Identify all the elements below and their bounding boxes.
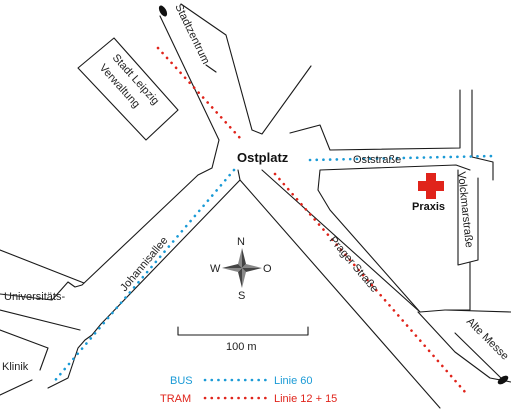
ostplatz-label: Ostplatz <box>237 150 289 165</box>
bus-line <box>50 154 496 386</box>
road-prager-left <box>239 179 441 409</box>
compass-west-label: W <box>210 263 221 275</box>
road-volckmar-left <box>457 169 471 266</box>
tram-line-north <box>156 46 242 140</box>
block-upper-right <box>289 89 461 151</box>
road-stadtzentrum-left-edge <box>159 15 220 141</box>
klinik-label: Klinik <box>2 361 29 373</box>
road-prager-right <box>261 169 421 313</box>
bus-line-johannisallee <box>50 168 236 386</box>
building-stadt-leipzig <box>77 37 179 141</box>
road-klinik-bottom <box>0 379 33 396</box>
alte-messe-label: Alte Messe <box>464 316 511 363</box>
block-praxis-bottom <box>317 189 446 313</box>
stadtzentrum-tick <box>205 64 217 73</box>
legend-bus-route: Linie 60 <box>274 375 313 387</box>
car-arrow-icon <box>158 5 168 17</box>
prager-strasse-label: Prager Straße <box>327 234 381 295</box>
car-arrow-icon <box>497 375 509 385</box>
road-johannisallee-bottom <box>47 169 241 389</box>
road-volckmar-top <box>471 89 494 181</box>
bus-line-oststrasse <box>308 154 496 162</box>
medical-cross-icon <box>418 173 444 199</box>
compass-east-label: O <box>263 263 272 275</box>
road-ostplatz-top-right <box>251 65 312 135</box>
roads <box>0 3 511 409</box>
universitaets-label: Universitäts- <box>4 291 65 303</box>
compass-rose-icon <box>222 248 262 288</box>
oststrasse-label: Oststraße <box>353 154 401 166</box>
scale-bar <box>177 326 309 336</box>
legend-bus-label: BUS <box>170 375 193 387</box>
road-stadtzentrum-right-edge <box>180 3 253 131</box>
scale-label: 100 m <box>226 341 257 353</box>
tram-line <box>156 46 467 394</box>
legend: BUS Linie 60 TRAM Linie 12 + 15 <box>160 375 337 405</box>
tram-line-south <box>273 172 467 394</box>
alte-messe-arrow-line <box>454 332 502 379</box>
legend-tram-label: TRAM <box>160 393 191 405</box>
road-alte-messe-top <box>444 309 511 313</box>
road-johannisallee-top <box>0 139 220 301</box>
road-klinik-top <box>0 329 49 371</box>
road-universitaets-bottom <box>0 309 81 331</box>
compass-south-label: S <box>238 290 245 302</box>
road-universitaets-top <box>0 249 85 284</box>
legend-tram-route: Linie 12 + 15 <box>274 393 337 405</box>
praxis-label: Praxis <box>412 201 445 213</box>
compass-north-label: N <box>237 236 245 248</box>
road-oststrasse-bottom <box>317 164 471 191</box>
